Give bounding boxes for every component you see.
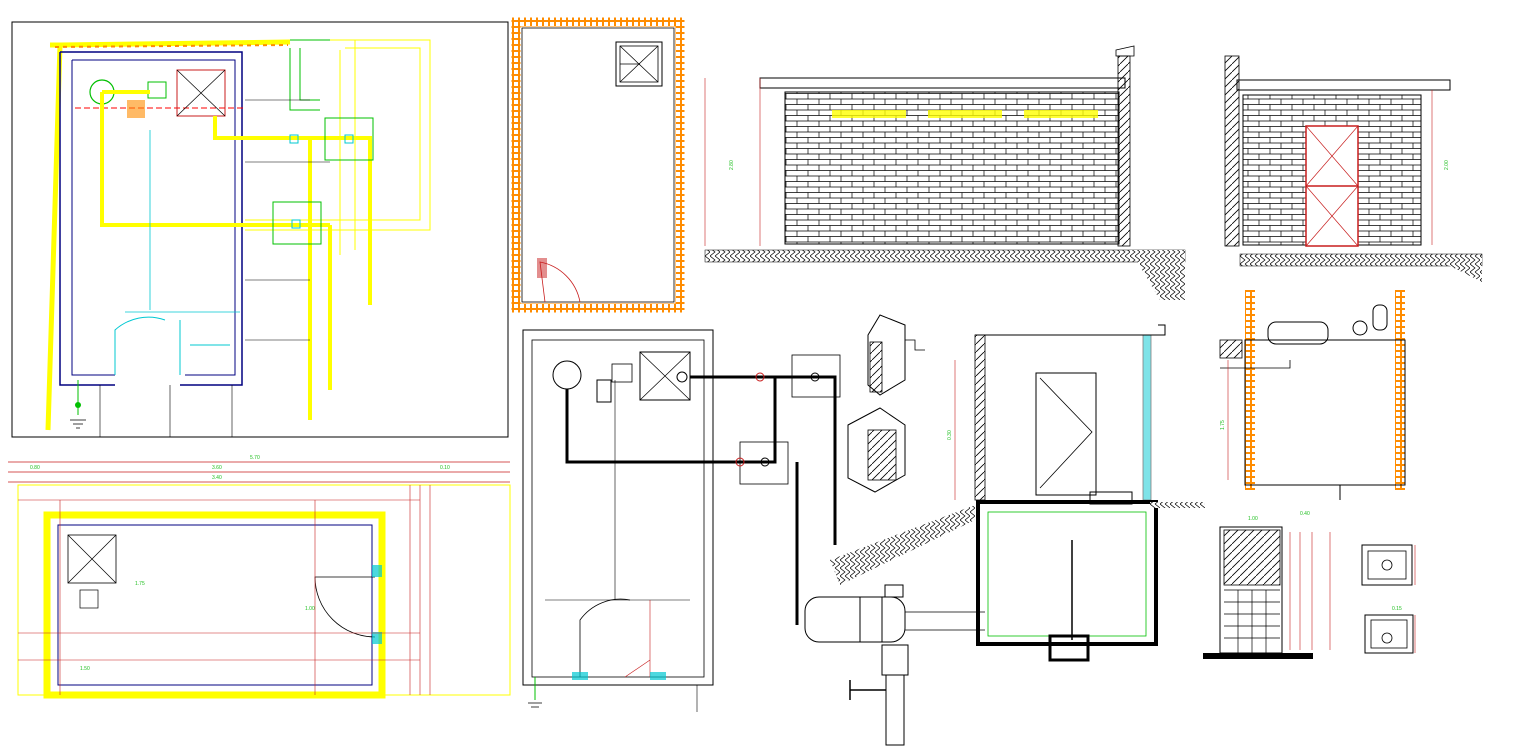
dim-tank-height: 1.75 xyxy=(1220,420,1226,430)
piping-schematic xyxy=(522,329,841,712)
floor-plan-plumbing xyxy=(11,21,509,438)
manhole-detail: 1.00 xyxy=(1203,516,1331,659)
dim-left: 0.80 xyxy=(30,465,40,471)
dim-section-height: 0.30 xyxy=(947,430,953,440)
section-tank: 0.30 xyxy=(947,324,1205,662)
dim-valve-edge: 0.15 xyxy=(1392,606,1402,612)
dim-door-width: 1.00 xyxy=(305,606,315,612)
dim-front-height: 2.00 xyxy=(1444,160,1450,170)
side-elevation: 2.80 xyxy=(704,45,1186,300)
dim-mid: 3.60 xyxy=(212,465,222,471)
dim-room-width: 1.50 xyxy=(80,666,90,672)
pump-assembly xyxy=(804,505,985,746)
tank-section-detail: 1.75 0.40 xyxy=(1219,290,1406,517)
dim-manhole-width: 1.00 xyxy=(1248,516,1258,522)
brick-wall-plan xyxy=(511,17,685,313)
dim-elev-height: 2.80 xyxy=(729,160,735,170)
dim-tank-size: 1.75 xyxy=(135,581,145,587)
dim-tank-depth: 0.40 xyxy=(1300,511,1310,517)
valve-box-details: 0.15 xyxy=(1361,544,1416,654)
dimensioned-floor-plan: 5.70 0.80 3.60 0.10 3.40 1.50 1.00 1.75 xyxy=(8,455,511,699)
isometric-tank xyxy=(847,314,925,493)
front-elevation: 2.00 xyxy=(1224,55,1483,282)
dim-total: 5.70 xyxy=(250,455,260,461)
dim-clear: 3.40 xyxy=(212,475,222,481)
dim-right: 0.10 xyxy=(440,465,450,471)
